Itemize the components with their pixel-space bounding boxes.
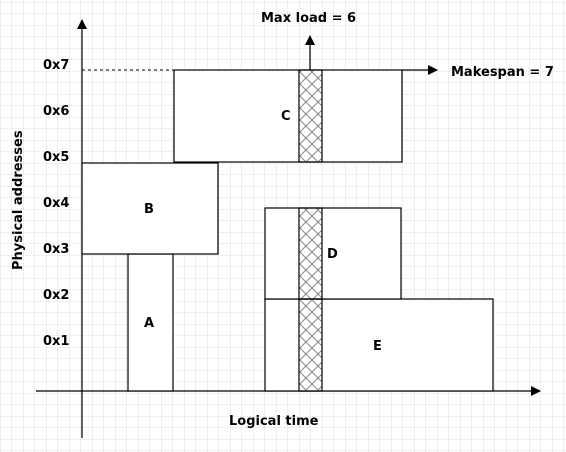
y-tick-label: 0x2: [43, 288, 69, 303]
block-a: [127, 253, 174, 392]
block-a-label: A: [144, 316, 154, 331]
x-axis-label: Logical time: [229, 414, 319, 429]
max-load-label: Max load = 6: [261, 11, 356, 26]
max-load-column-c: [298, 69, 323, 163]
makespan-label: Makespan = 7: [451, 65, 554, 80]
block-c: [173, 69, 403, 163]
y-tick-label: 0x7: [43, 58, 69, 73]
y-axis-label: Physical addresses: [11, 130, 26, 270]
block-d-label: D: [327, 247, 338, 262]
block-d: [264, 207, 402, 300]
y-tick-label: 0x6: [43, 104, 69, 119]
y-tick-label: 0x4: [43, 196, 69, 211]
max-load-column-d: [298, 207, 323, 300]
block-b: [81, 162, 219, 255]
y-tick-label: 0x3: [43, 242, 69, 257]
block-b-label: B: [144, 202, 154, 217]
max-load-column-e: [298, 298, 323, 392]
y-tick-label: 0x1: [43, 334, 69, 349]
block-e-label: E: [373, 339, 382, 354]
y-tick-label: 0x5: [43, 150, 69, 165]
block-c-label: C: [281, 109, 291, 124]
